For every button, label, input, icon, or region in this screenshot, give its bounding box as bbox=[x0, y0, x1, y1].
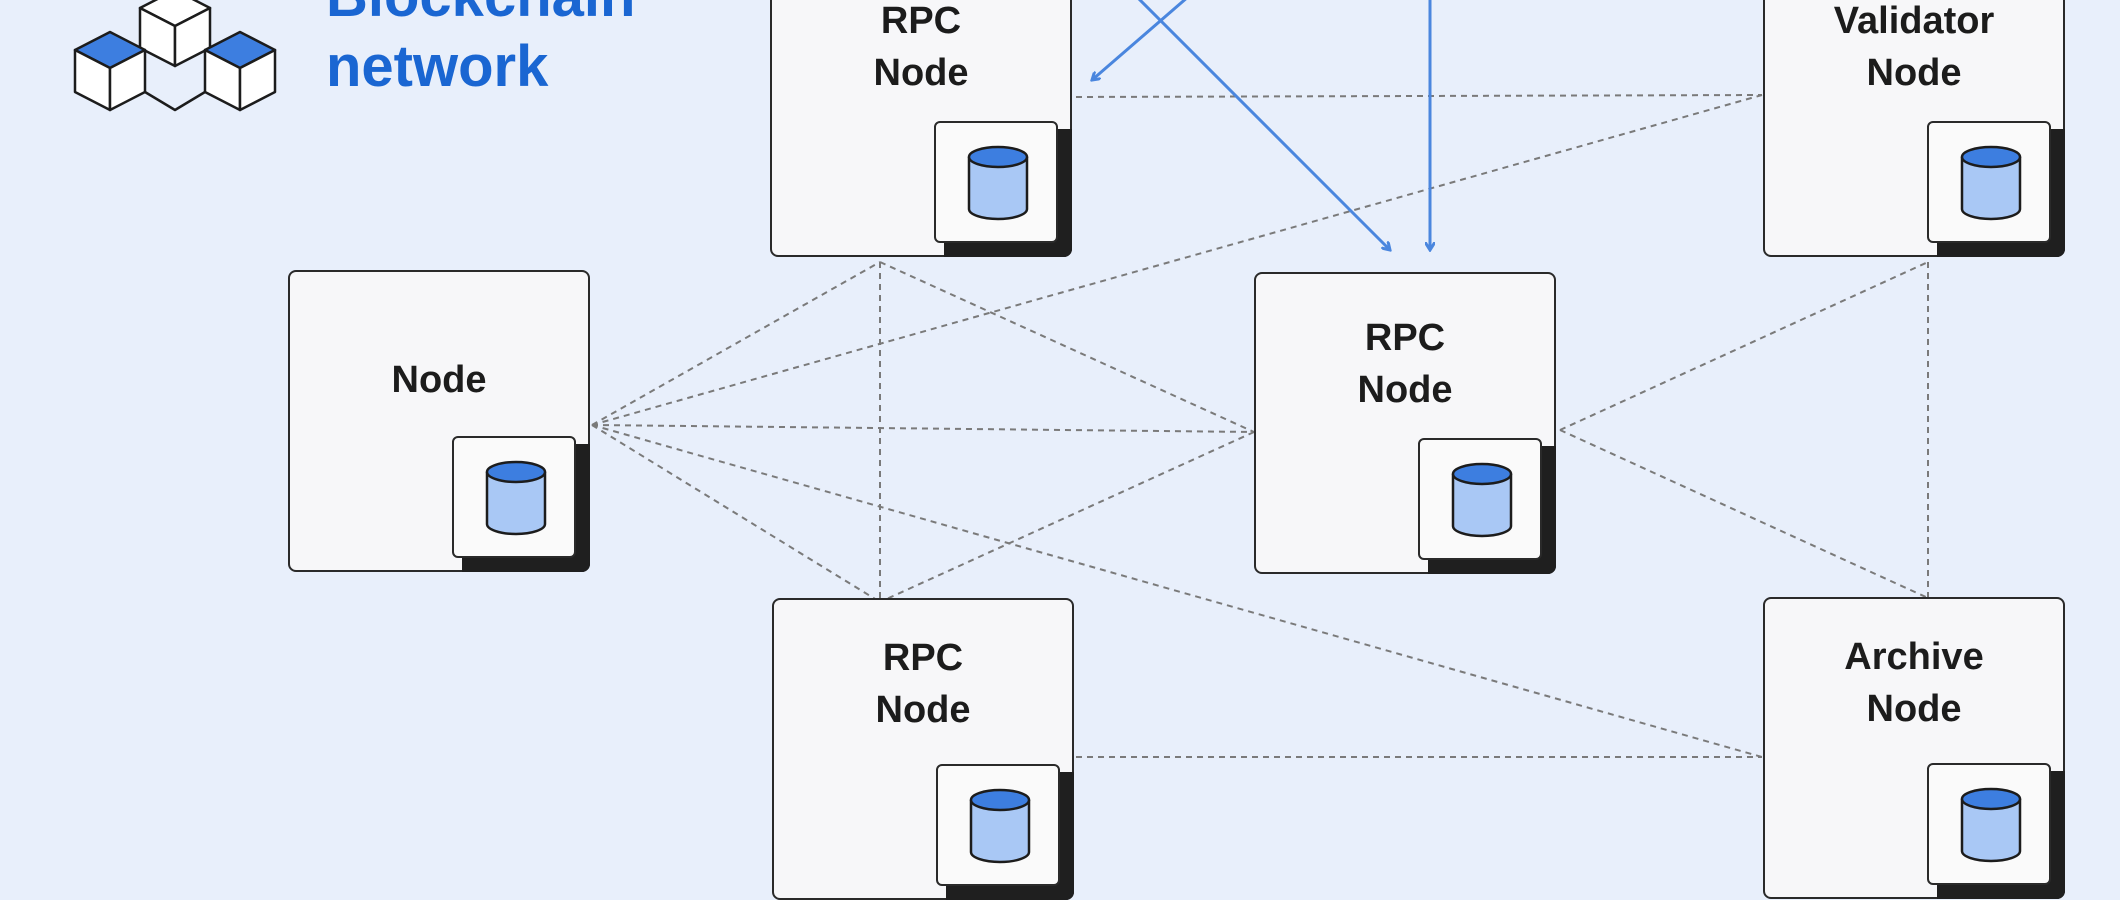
connection-line bbox=[1559, 261, 1929, 431]
rpc-node-bottom: RPC Node bbox=[772, 598, 1074, 900]
archive-node: Archive Node bbox=[1763, 597, 2065, 899]
database-icon bbox=[1960, 787, 2022, 863]
database-icon bbox=[967, 145, 1029, 221]
node-label: Node bbox=[391, 359, 487, 401]
connection-line bbox=[879, 431, 1255, 603]
connection-line bbox=[591, 261, 881, 426]
database-icon-box bbox=[936, 764, 1060, 886]
node-plain: Node bbox=[288, 270, 590, 572]
node-label: RPC Node bbox=[873, 0, 969, 94]
arrow-to-top-rpc bbox=[1092, 0, 1187, 80]
node-label: Validator Node bbox=[1833, 0, 1995, 94]
database-icon-box bbox=[1418, 438, 1542, 560]
title-line-2: network bbox=[326, 34, 549, 99]
database-icon-box bbox=[1927, 763, 2051, 885]
database-icon bbox=[485, 460, 547, 536]
node-label: Archive Node bbox=[1844, 636, 1984, 730]
database-icon bbox=[969, 788, 1031, 864]
connection-line bbox=[591, 424, 1255, 433]
connection-line bbox=[879, 261, 1255, 433]
title-line-1: Blockchain bbox=[326, 0, 635, 32]
node-label: RPC Node bbox=[875, 637, 971, 731]
arrow-to-center-rpc bbox=[1137, 0, 1390, 250]
rpc-node-center: RPC Node bbox=[1254, 272, 1556, 574]
blockchain-cubes-icon bbox=[73, 0, 277, 112]
connection-line bbox=[591, 424, 881, 603]
rpc-node-top: RPC Node bbox=[770, 0, 1072, 257]
connection-line bbox=[591, 424, 1763, 758]
database-icon-box bbox=[452, 436, 576, 558]
database-icon bbox=[1960, 145, 2022, 221]
validator-node: Validator Node bbox=[1763, 0, 2065, 257]
connection-line bbox=[1075, 94, 1763, 98]
database-icon-box bbox=[1927, 121, 2051, 243]
connection-line bbox=[591, 94, 1763, 426]
diagram-title: Blockchain network bbox=[326, 0, 635, 102]
connections-layer bbox=[591, 0, 1929, 758]
node-label: RPC Node bbox=[1357, 317, 1453, 411]
database-icon bbox=[1451, 462, 1513, 538]
database-icon-box bbox=[934, 121, 1058, 243]
connection-line bbox=[1559, 429, 1929, 599]
